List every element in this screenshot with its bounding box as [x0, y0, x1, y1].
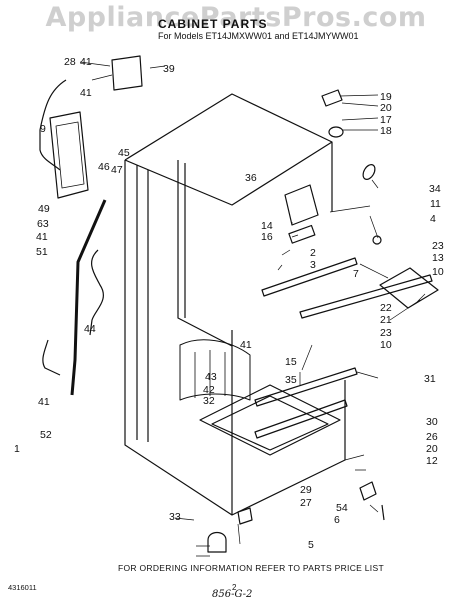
front-rail [254, 367, 358, 407]
callout-43: 43 [205, 371, 217, 383]
callout-14: 14 [261, 220, 273, 232]
callout-41: 41 [36, 231, 48, 243]
callout-17: 17 [380, 114, 392, 126]
callout-26: 26 [426, 431, 438, 443]
callout-23: 23 [380, 327, 392, 339]
callout-39: 39 [163, 63, 175, 75]
callout-34: 34 [429, 183, 441, 195]
callout-13: 13 [432, 252, 444, 264]
callout-6: 6 [334, 514, 340, 526]
callout-20: 20 [426, 443, 438, 455]
callout-3: 3 [310, 259, 316, 271]
plug-button [362, 164, 376, 180]
callout-32: 32 [203, 395, 215, 407]
callout-35: 35 [285, 374, 297, 386]
crisper-rail-lower [299, 274, 433, 319]
power-cord [42, 249, 104, 376]
callout-52: 52 [40, 429, 52, 441]
callout-45: 45 [118, 147, 130, 159]
callout-10: 10 [432, 266, 444, 278]
callout-20: 20 [380, 102, 392, 114]
control-panel [284, 184, 319, 226]
toe-plate [237, 507, 253, 525]
callout-51: 51 [36, 246, 48, 258]
callout-41: 41 [80, 87, 92, 99]
leveling-screw [381, 504, 385, 521]
roller-assembly [379, 267, 439, 309]
callout-28: 28 [64, 56, 76, 68]
callout-33: 33 [169, 511, 181, 523]
page-title: CABINET PARTS [158, 17, 268, 31]
crisper-rail [261, 257, 358, 297]
callout-5: 5 [308, 539, 314, 551]
light-switch [288, 224, 316, 244]
callout-12: 12 [426, 455, 438, 467]
callout-18: 18 [380, 125, 392, 137]
callout-41: 41 [38, 396, 50, 408]
callout-16: 16 [261, 231, 273, 243]
cabinet-front-opening [177, 160, 233, 347]
callout-47: 47 [111, 164, 123, 176]
watermark: AppliancePartsPros.com [45, 2, 427, 33]
document-number: 4316011 [8, 583, 37, 592]
leveling-leg [359, 481, 377, 501]
callout-21: 21 [380, 314, 392, 326]
callout-49: 49 [38, 203, 50, 215]
cabinet-bottom-tray [199, 384, 341, 456]
relay-bracket [111, 55, 143, 91]
callout-30: 30 [426, 416, 438, 428]
thermostat-knob [321, 89, 343, 107]
callout-15: 15 [285, 356, 297, 368]
light-bulb [328, 126, 344, 138]
callout-46: 46 [98, 161, 110, 173]
caster-wheel [207, 531, 227, 553]
ordering-note: FOR ORDERING INFORMATION REFER TO PARTS … [118, 563, 384, 573]
callout-36: 36 [245, 172, 257, 184]
cabinet-outline [124, 93, 346, 516]
callout-11: 11 [430, 198, 441, 210]
shelf-support [254, 399, 348, 439]
callout-41: 41 [240, 339, 252, 351]
callout-42: 42 [203, 384, 215, 396]
callout-27: 27 [300, 497, 312, 509]
callout-19: 19 [380, 91, 392, 103]
callout-29: 29 [300, 484, 312, 496]
callout-22: 22 [380, 302, 392, 314]
page-subtitle: For Models ET14JMXWW01 and ET14JMYWW01 [158, 31, 359, 41]
callout-54: 54 [336, 502, 348, 514]
handwritten-note: 856-G-2 [212, 589, 253, 600]
callout-2: 2 [310, 247, 316, 259]
callout-63: 63 [37, 218, 49, 230]
callout-4: 4 [430, 213, 436, 225]
grommet [372, 235, 382, 245]
wire-harness [39, 79, 67, 171]
callout-1: 1 [14, 443, 20, 455]
callout-10: 10 [380, 339, 392, 351]
callout-9: 9 [40, 123, 46, 135]
freezer-liner [179, 339, 251, 401]
callout-7: 7 [353, 268, 359, 280]
callout-31: 31 [424, 373, 436, 385]
drain-tube [70, 199, 107, 396]
page-number: 2 [232, 583, 237, 592]
callout-41: 41 [80, 56, 92, 68]
access-cover [49, 111, 89, 199]
cabinet-side-edges [136, 165, 149, 442]
callout-23: 23 [432, 240, 444, 252]
callout-44: 44 [84, 323, 96, 335]
